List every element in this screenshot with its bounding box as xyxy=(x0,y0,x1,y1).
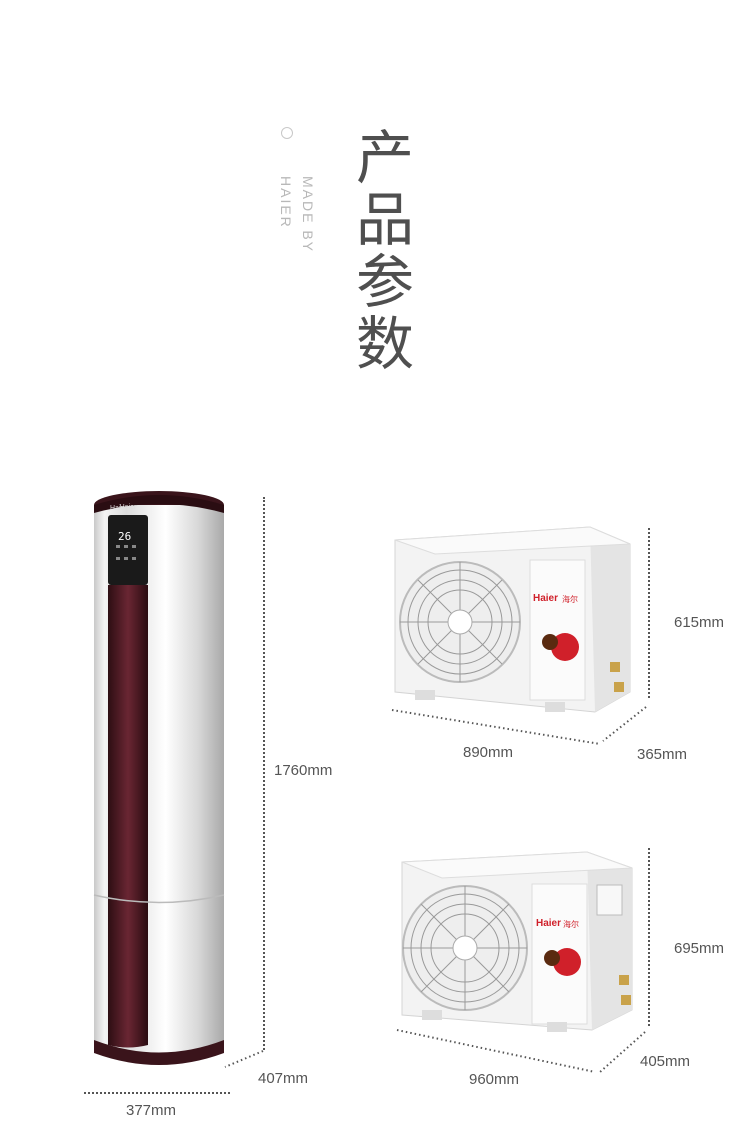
indoor-width-label: 377mm xyxy=(126,1102,177,1119)
indoor-display-temp: 26 xyxy=(118,530,132,543)
svg-text:Haier: Haier xyxy=(120,504,137,511)
title-char-1: 产 xyxy=(355,124,414,192)
made-by-label: MADE BY xyxy=(300,176,316,254)
outdoor-1-depth-label: 365mm xyxy=(637,746,688,763)
outdoor-1-brand-cn: 海尔 xyxy=(562,595,578,604)
indoor-brand: Haier xyxy=(110,505,127,512)
indoor-depth-label: 407mm xyxy=(258,1070,309,1087)
title-char-3: 参 xyxy=(355,248,414,316)
title-char-4: 数 xyxy=(355,310,414,378)
outdoor-2-width-label: 960mm xyxy=(469,1071,520,1088)
outdoor-2-depth-label: 405mm xyxy=(640,1053,691,1070)
indoor-height-label: 1760mm xyxy=(274,762,333,779)
outdoor-2-height-line xyxy=(648,848,650,1026)
outdoor-1-brand: Haier xyxy=(533,593,559,604)
indoor-depth-line xyxy=(224,1050,264,1068)
circle-mark-icon xyxy=(281,127,293,139)
outdoor-2-brand: Haier xyxy=(536,918,562,929)
outdoor-1-depth-line xyxy=(602,706,647,742)
outdoor-1-width-label: 890mm xyxy=(463,744,514,761)
indoor-width-line xyxy=(84,1092,230,1094)
indoor-unit-illustration: Haier xyxy=(93,491,225,1065)
outdoor-2-depth-line xyxy=(599,1031,646,1073)
outdoor-2-brand-cn: 海尔 xyxy=(563,920,579,929)
haier-label: HAIER xyxy=(278,176,294,229)
outdoor-2-height-label: 695mm xyxy=(674,940,725,957)
indoor-height-line xyxy=(263,497,265,1050)
title-char-2: 品 xyxy=(355,186,414,254)
outdoor-1-height-label: 615mm xyxy=(674,614,725,631)
outdoor-unit-1-illustration xyxy=(394,526,631,713)
outdoor-1-height-line xyxy=(648,528,650,698)
outdoor-2-width-line xyxy=(396,1029,596,1073)
outdoor-1-width-line xyxy=(391,709,601,745)
outdoor-unit-2-illustration xyxy=(401,851,633,1032)
